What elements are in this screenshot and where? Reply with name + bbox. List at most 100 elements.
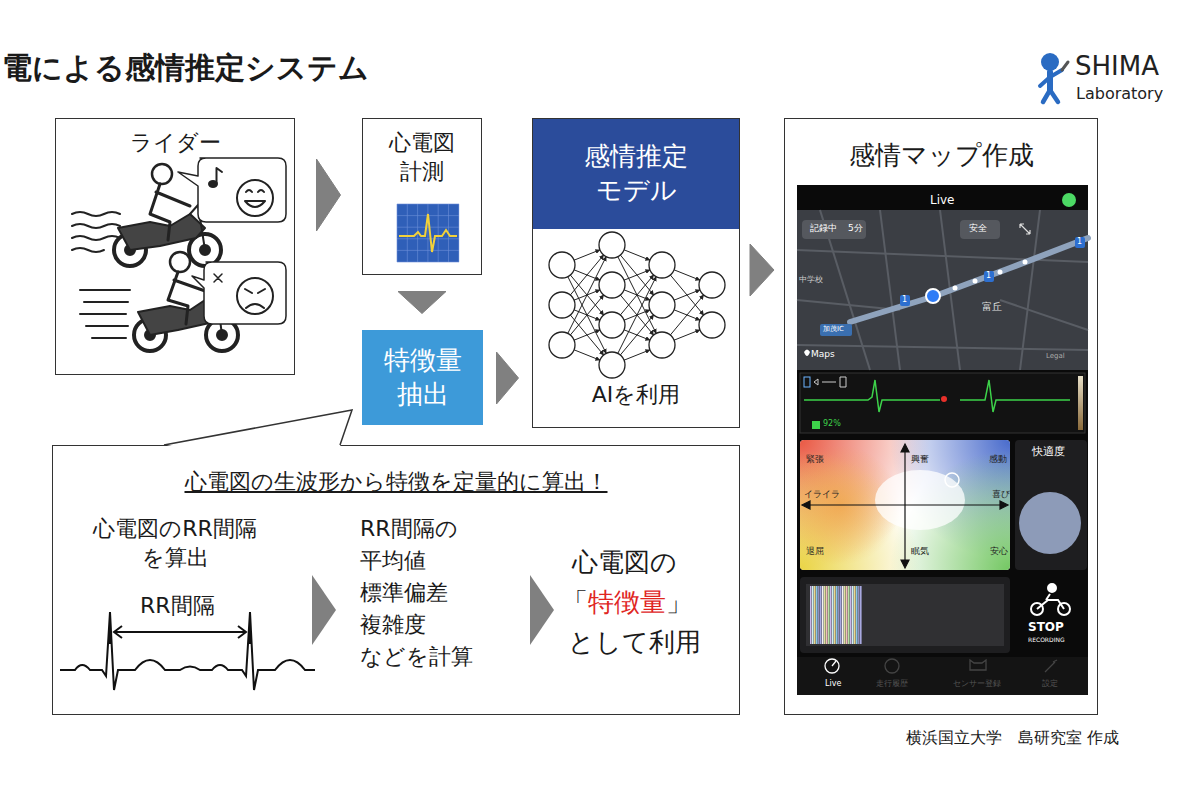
measure-box: 心電図 計測 [362,118,482,275]
drawing-part [620,275,653,315]
drawing-part [397,204,459,262]
screen-label: 1 [986,271,991,281]
drawing-part [828,586,830,644]
drawing-part [397,250,459,251]
screen-label: 1 [1077,237,1082,247]
drawing-part [926,289,940,303]
drawing-part [1015,440,1087,570]
drawing-part [150,184,190,240]
drawing-part [860,586,862,644]
drawing-part [397,238,459,239]
drawing-part [802,220,866,239]
screen-label: Live [930,193,955,209]
screen-label: 緊張 [806,454,824,466]
drawing-part [804,377,810,387]
flow-arrow [398,292,446,314]
drawing-part [599,312,625,338]
neural-network [549,232,725,378]
drawing-part [574,250,600,260]
node-heading: 心電図の生波形から特徴を定量的に算出！ [185,468,608,497]
drawing-part [80,290,130,338]
screen-label: 設定 [1042,679,1058,689]
drawing-part [397,262,459,263]
drawing-part [848,586,850,644]
drawing-part [699,312,725,338]
logo-figure [1040,53,1068,102]
drawing-part [438,204,439,262]
drawing-part [620,315,653,355]
flow-arrow [317,159,341,231]
callout-text: RR間隔の 平均値 標準偏差 複雑度 などを計算 [360,513,510,673]
drawing-part [574,330,600,340]
drawing-part [797,210,1088,370]
drawing-part [901,444,909,452]
drawing-part [72,212,120,216]
drawing-part [797,657,1088,695]
drawing-part [530,575,554,645]
drawing-part [237,278,273,314]
drawing-part [1078,376,1083,430]
callout-text: として利用 [568,626,701,660]
drawing-part [953,260,1028,291]
drawing-part [397,204,398,262]
screen-label: 1 [902,295,907,305]
drawing-part [312,575,336,645]
drawing-part [1000,300,1088,330]
drawing-part [549,252,575,278]
drawing-part [649,252,675,278]
drawing-part [1062,193,1076,207]
drawing-part [846,586,848,644]
node-heading: ライダー [130,129,221,158]
flow-arrow [750,244,774,296]
drawing-part [458,204,459,262]
drawing-part [858,586,860,644]
screen-label: Legal [1046,352,1065,361]
rider-box: ライダー [55,118,295,375]
callout-text: 心電図の [572,546,677,580]
drawing-part [1075,237,1085,248]
drawing-part [825,659,839,673]
drawing-part [800,440,1010,570]
drawing-part [245,201,265,207]
drawing-part [549,292,575,318]
header-band [533,119,739,229]
drawing-part [818,586,820,644]
drawing-part [624,250,650,260]
screen-label: 富丘 [982,300,1002,313]
drawing-part [840,586,842,644]
drawing-part [900,237,1085,306]
drawing-part [810,586,862,644]
drawing-part [822,586,824,644]
screen-label: STOP [1028,620,1064,636]
drawing-part [1037,594,1064,609]
drawing-part [649,292,675,318]
screen-label: 92% [823,419,841,429]
drawing-part [399,214,457,252]
drawing-part [804,504,1006,505]
drawing-part [407,204,408,262]
drawing-part [72,248,104,252]
drawing-part [984,271,994,282]
screen-label: イライラ [804,489,840,501]
drawing-part [649,332,675,358]
drawing-part [901,560,909,568]
screen-label: 快適度 [1032,445,1065,459]
screen-label: 感動 [989,454,1007,466]
drawing-part [1048,584,1056,592]
drawing-part [812,586,814,644]
drawing-part [804,380,1070,412]
drawing-part [1062,62,1068,70]
drawing-part [397,204,459,205]
screen-label: 安心 [990,546,1008,558]
drawing-part [574,350,600,360]
drawing-part [885,659,899,673]
drawing-part [802,444,1008,568]
drawing-part [806,584,1004,646]
drawing-part [674,290,700,300]
drawing-part [397,227,459,228]
drawing-part [973,279,978,284]
model-box: 感情推定 モデルAIを利用 [532,118,740,428]
drawing-part [842,586,844,644]
drawing-part [620,255,653,295]
